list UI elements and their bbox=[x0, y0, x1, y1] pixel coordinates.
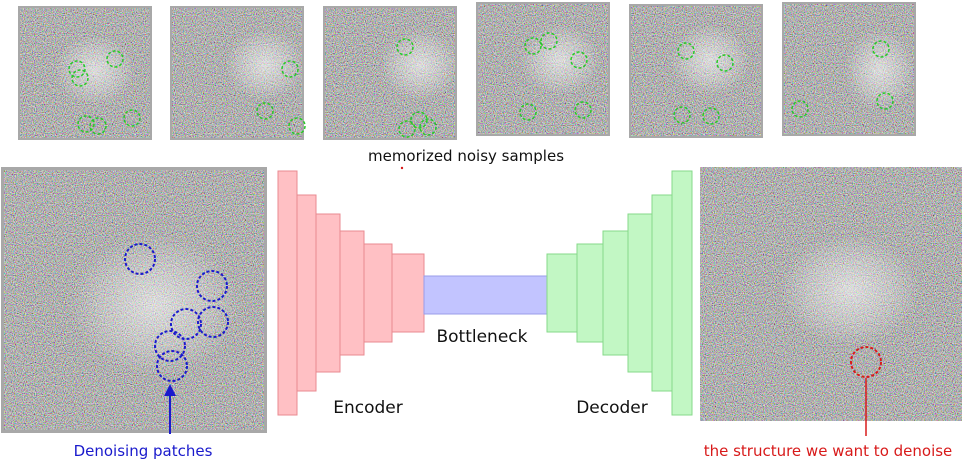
patch-circle bbox=[540, 32, 558, 50]
patch-circle bbox=[791, 100, 809, 118]
patch-circle bbox=[524, 37, 542, 55]
encoder-layer bbox=[296, 194, 317, 392]
sample-thumbnail bbox=[18, 6, 152, 140]
denoising-patch bbox=[124, 243, 156, 275]
denoising-patch bbox=[170, 308, 202, 340]
patch-circle bbox=[410, 111, 428, 129]
sample-thumbnail bbox=[170, 6, 304, 140]
patch-circle bbox=[677, 42, 695, 60]
encoder-layer bbox=[391, 253, 425, 333]
patch-circle bbox=[716, 54, 734, 72]
sample-thumbnail bbox=[629, 4, 763, 138]
encoder-layer bbox=[339, 230, 365, 356]
target-structure-label: the structure we want to denoise bbox=[704, 442, 953, 460]
encoder-block bbox=[277, 170, 425, 416]
patch-circle bbox=[71, 69, 89, 87]
patch-circle bbox=[288, 117, 306, 135]
patch-circle bbox=[106, 50, 124, 68]
patch-circle bbox=[519, 103, 537, 121]
decoder-layer bbox=[546, 253, 578, 333]
patch-circle bbox=[256, 102, 274, 120]
denoising-patch bbox=[197, 306, 229, 338]
patch-circle bbox=[702, 107, 720, 125]
patch-circle bbox=[673, 106, 691, 124]
blue-patch-circles bbox=[124, 243, 229, 382]
encoder-layer bbox=[315, 213, 341, 373]
decoder-layer bbox=[627, 213, 653, 373]
sample-thumbnail bbox=[323, 6, 457, 140]
decoder-layer bbox=[602, 230, 629, 356]
patch-circle bbox=[876, 92, 894, 110]
patch-circle bbox=[281, 60, 299, 78]
encoder-layer bbox=[277, 170, 298, 416]
patch-circle bbox=[396, 38, 414, 56]
patch-circle bbox=[89, 117, 107, 135]
denoising-patch bbox=[154, 330, 186, 362]
denoising-patches-arrow bbox=[164, 384, 176, 434]
denoising-patch bbox=[156, 350, 188, 382]
decoder-layer bbox=[671, 170, 693, 416]
decoder-layer bbox=[651, 194, 673, 392]
encoder-layer bbox=[363, 243, 393, 343]
sample-thumbnail bbox=[782, 2, 916, 136]
sample-thumbnails bbox=[18, 2, 916, 140]
patch-circle bbox=[77, 115, 95, 133]
decoder-label: Decoder bbox=[576, 398, 648, 418]
decoder-block bbox=[546, 170, 693, 416]
green-patch-circles bbox=[68, 32, 894, 138]
input-noisy-image bbox=[1, 167, 267, 433]
denoising-patches-label: Denoising patches bbox=[74, 442, 213, 460]
patch-circle bbox=[398, 120, 416, 138]
decoder-layer bbox=[576, 243, 604, 343]
patch-circle bbox=[419, 118, 437, 136]
target-structure-circle bbox=[850, 346, 882, 378]
memorized-samples-label: memorized noisy samples bbox=[368, 147, 564, 165]
patch-circle bbox=[574, 101, 592, 119]
sample-thumbnail bbox=[476, 2, 610, 136]
red-dot-mark bbox=[400, 166, 404, 170]
denoising-patch bbox=[196, 270, 228, 302]
patch-circle bbox=[570, 51, 588, 69]
patch-circle bbox=[872, 40, 890, 58]
target-structure-image bbox=[700, 167, 962, 421]
patch-circle bbox=[68, 60, 86, 78]
bottleneck-label: Bottleneck bbox=[436, 327, 527, 347]
bottleneck-block bbox=[423, 275, 548, 315]
patch-circle bbox=[123, 109, 141, 127]
encoder-label: Encoder bbox=[333, 398, 403, 418]
